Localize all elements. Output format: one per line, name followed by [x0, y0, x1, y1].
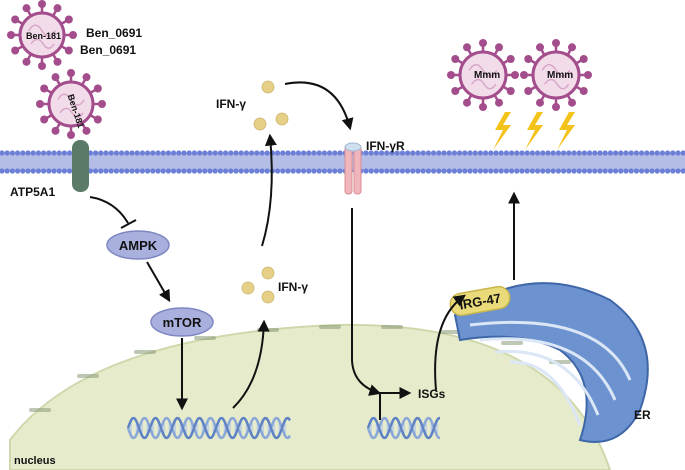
receptor-to-isgs-arrow	[351, 208, 382, 396]
ben181-top-label: Ben-181	[26, 31, 61, 41]
ifngr-receptor-icon	[344, 142, 362, 195]
mmm-label-2: Mmm	[547, 70, 573, 81]
ifng-mid-label: IFN-γ	[278, 280, 308, 294]
ifng-secretion-arrow	[261, 133, 277, 247]
er-label: ER	[634, 408, 651, 422]
atp5a1-label: ATP5A1	[10, 185, 55, 199]
nucleus-region: nucleus	[9, 323, 612, 470]
virus-icon	[36, 69, 106, 139]
mmm-label-1: Mmm	[474, 70, 500, 81]
cell-membrane	[0, 150, 685, 174]
ben0691-label-a: Ben_0691	[86, 26, 142, 40]
isgs-label: ISGs	[418, 387, 446, 401]
irg47-label: IRG-47	[458, 290, 502, 312]
isgs-to-irg47-arrow	[434, 294, 466, 391]
lightning-icon	[493, 112, 575, 150]
virus-icon	[447, 39, 519, 111]
pathway-arrows	[89, 81, 520, 411]
ifng-to-receptor-arrow	[284, 81, 354, 131]
virus-icon	[520, 39, 592, 111]
ampk-label: AMPK	[119, 238, 158, 253]
ifngr-label: IFN-γR	[366, 139, 405, 153]
receptor-icon	[72, 140, 89, 192]
ifng-top-label: IFN-γ	[216, 97, 246, 111]
dna-to-ifng-arrow	[232, 319, 270, 409]
dna-icon	[366, 416, 440, 440]
inhibition-arrow	[89, 196, 129, 224]
mtor-label: mTOR	[163, 315, 202, 330]
nucleus-label: nucleus	[14, 455, 56, 467]
er-icon	[453, 282, 649, 443]
dna-icon	[126, 416, 292, 440]
inhibition-bar	[120, 219, 137, 229]
ampk-node	[106, 230, 170, 260]
virus-icon	[7, 0, 77, 70]
irg47-protein	[449, 285, 511, 317]
ifng-particles	[241, 80, 289, 304]
mtor-node	[150, 307, 214, 337]
ben0691-label-b: Ben_0691	[80, 43, 136, 57]
ampk-to-mtor-arrow	[146, 261, 171, 303]
